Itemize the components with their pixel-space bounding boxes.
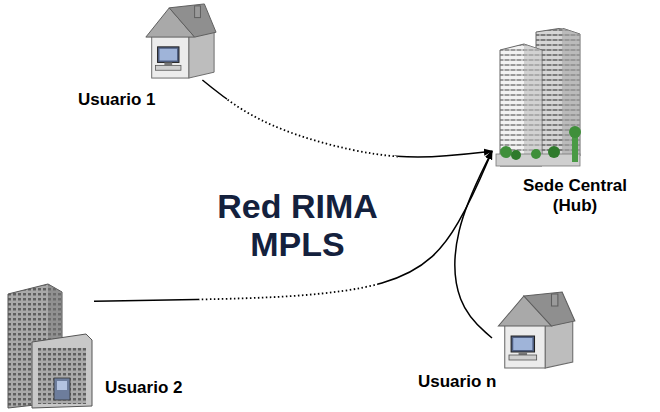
user-site: Usuario 2	[2, 282, 94, 410]
hub-site: Sede Central (Hub)	[492, 28, 584, 168]
site-label: Usuario n	[418, 372, 496, 392]
headquarters-building	[492, 28, 584, 168]
office-building	[2, 282, 94, 410]
tunnel-path	[455, 151, 492, 338]
tunnel-path	[94, 151, 492, 301]
site-label: Usuario 2	[105, 378, 182, 398]
house-icon	[492, 290, 577, 370]
site-label: Usuario 1	[78, 90, 155, 110]
house-icon	[140, 2, 218, 80]
user-site: Usuario 1	[140, 2, 218, 80]
mpls-cloud: Red RIMA MPLS	[140, 60, 435, 355]
user-site: Usuario n	[492, 290, 577, 370]
network-link	[94, 151, 492, 301]
network-name: Red RIMA MPLS	[193, 188, 403, 263]
site-label: Sede Central (Hub)	[505, 176, 645, 215]
network-link	[455, 151, 492, 338]
network-link	[202, 80, 492, 157]
tunnel-path	[202, 80, 492, 157]
